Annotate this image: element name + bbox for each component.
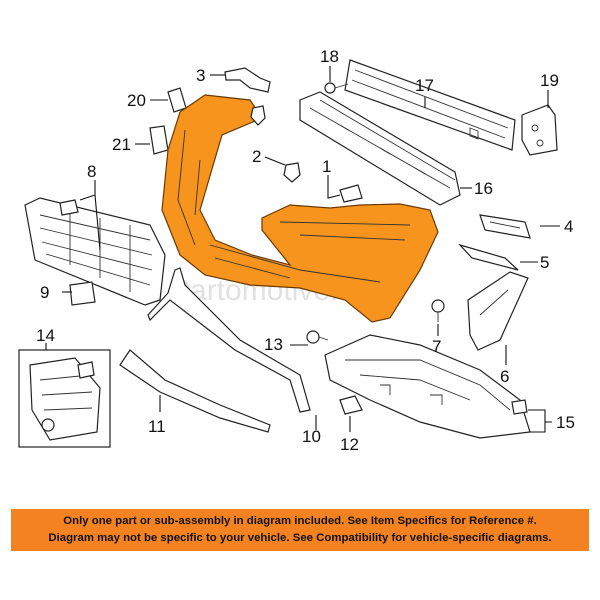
callout-8: 8 — [87, 162, 96, 181]
part-clip-upper — [250, 105, 266, 126]
callout-3: 3 — [196, 66, 205, 85]
callout-14: 14 — [36, 326, 55, 345]
part-19-bracket — [521, 104, 558, 156]
part-21-sensor-bracket — [149, 125, 169, 155]
callout-9: 9 — [40, 283, 49, 302]
callout-4: 4 — [564, 217, 573, 236]
part-9-insert — [69, 281, 96, 306]
part-2-clip — [283, 162, 301, 183]
part-8-lower-grille — [24, 197, 166, 306]
part-14-license-bracket-inset — [18, 349, 111, 448]
part-15-under-cover — [324, 334, 531, 439]
disclaimer-line-1: Only one part or sub-assembly in diagram… — [63, 515, 537, 527]
callout-5: 5 — [540, 253, 549, 272]
callout-19: 19 — [540, 71, 559, 90]
callout-1: 1 — [322, 157, 331, 176]
part-7-clip — [431, 299, 445, 322]
callout-20: 20 — [127, 91, 146, 110]
callout-6: 6 — [500, 367, 509, 386]
disclaimer-line-2: Diagram may not be specific to your vehi… — [48, 532, 552, 544]
callout-17: 17 — [415, 76, 434, 95]
part-18-bolt — [324, 82, 349, 94]
part-16-energy-absorber — [299, 91, 461, 206]
part-20-retainer — [167, 87, 187, 113]
part-13-bolt — [306, 330, 329, 344]
part-3-bracket — [224, 67, 271, 93]
callout-15: 15 — [556, 413, 575, 432]
part-6-bracket — [467, 271, 529, 351]
callout-21: 21 — [112, 135, 131, 154]
callout-16: 16 — [474, 179, 493, 198]
callout-7: 7 — [432, 337, 441, 356]
callout-11: 11 — [148, 417, 166, 436]
part-11-lower-lip — [119, 349, 271, 433]
callout-10: 10 — [302, 427, 321, 446]
part-bracket-on-cover — [339, 184, 363, 203]
part-17-reinforcement-beam — [344, 59, 516, 151]
part-4-side-retainer — [479, 214, 531, 239]
callout-13: 13 — [264, 335, 283, 354]
part-5-side-retainer — [458, 243, 519, 271]
leader-lines — [45, 66, 560, 433]
disclaimer-banner: Only one part or sub-assembly in diagram… — [11, 509, 589, 551]
part-10-lower-strip — [147, 267, 311, 413]
callout-12: 12 — [340, 435, 359, 454]
callout-2: 2 — [252, 147, 261, 166]
callout-18: 18 — [320, 47, 339, 66]
part-12-clip — [339, 395, 363, 415]
part-1-bumper-cover — [161, 94, 439, 323]
